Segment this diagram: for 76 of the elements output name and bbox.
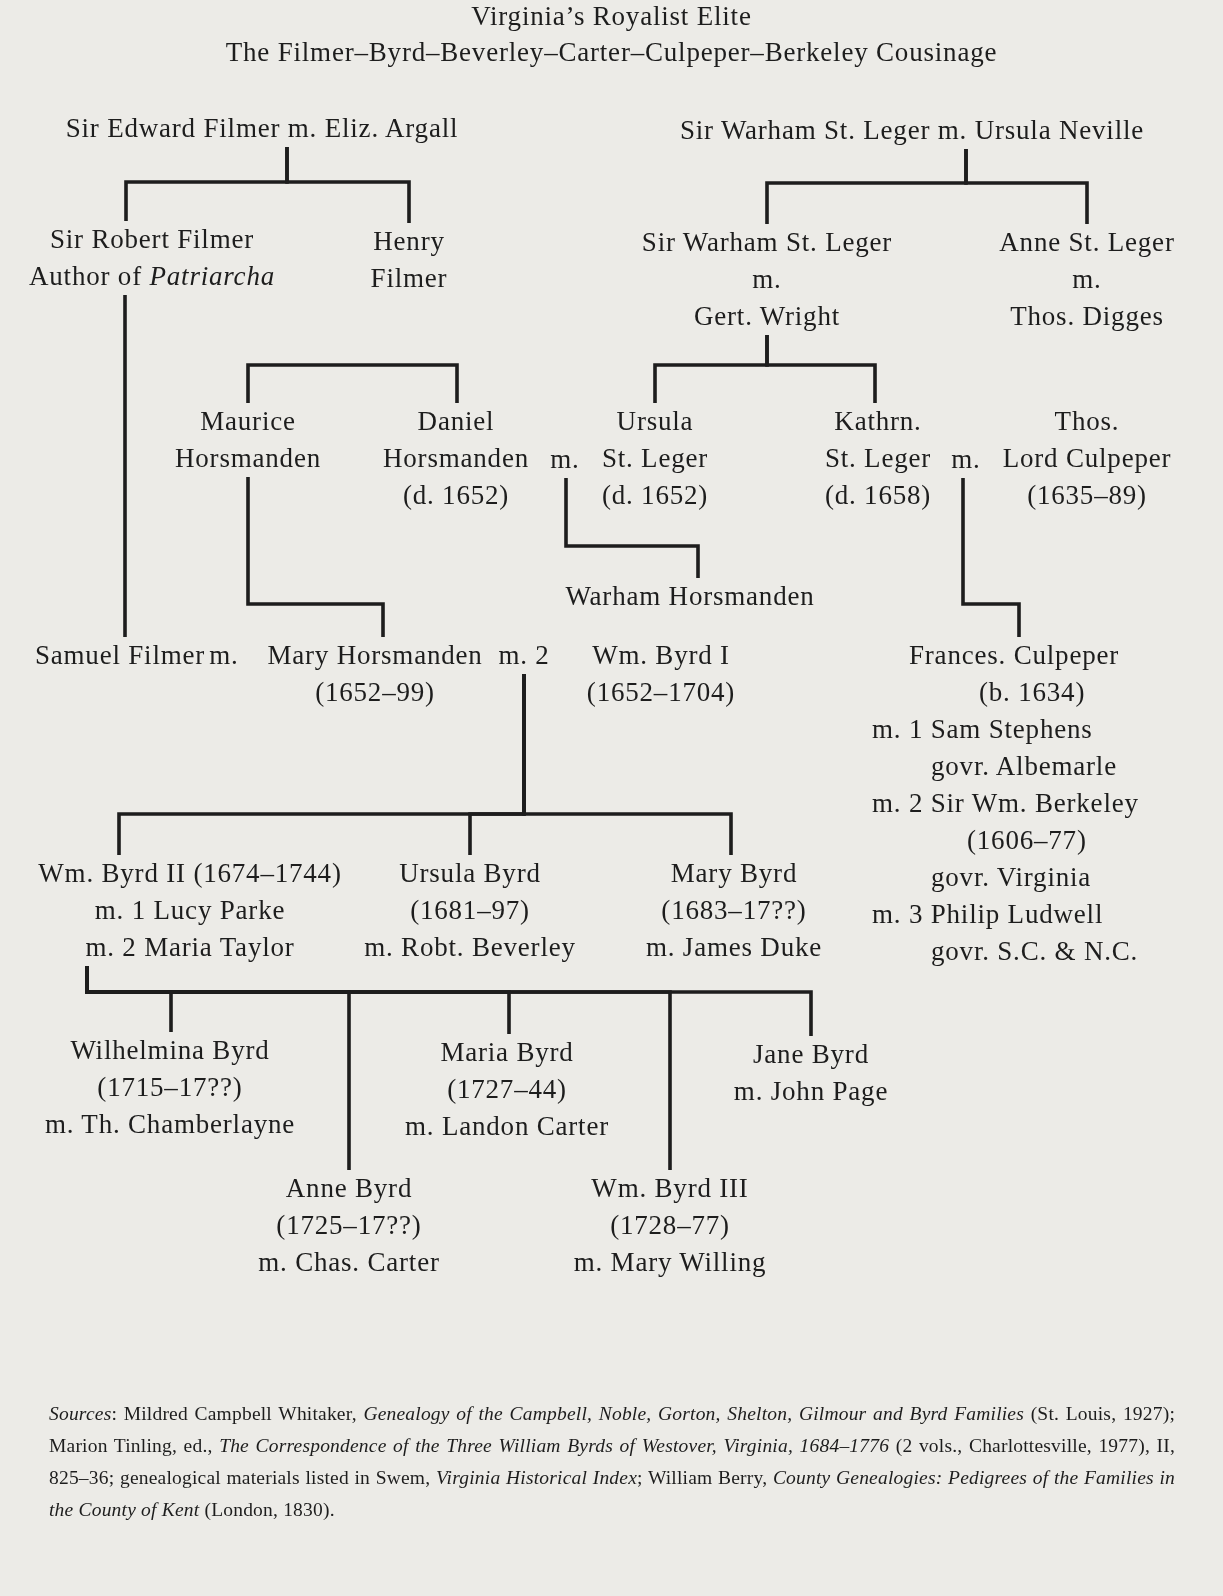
- lineage-line: [123, 295, 127, 637]
- entry-line: Wilhelmina Byrd: [69, 1034, 271, 1067]
- marriage-label: m.: [951, 441, 981, 478]
- entry-line: m. 3 Philip Ludwell: [872, 898, 1104, 931]
- entry-line: m. 1 Sam Stephens: [872, 713, 1093, 746]
- genealogy-entry: Henry Filmer: [366, 223, 452, 297]
- entry-line: m. James Duke: [645, 931, 823, 964]
- title: Virginia’s Royalist Elite: [471, 1, 752, 32]
- lineage-line: [85, 966, 813, 1036]
- entry-line: m. 2 Sir Wm. Berkeley: [872, 787, 1139, 820]
- entry-line: Maria Byrd: [439, 1036, 575, 1069]
- entry-line: Mary Byrd: [669, 857, 799, 890]
- entry-line: Ursula Byrd: [398, 857, 542, 890]
- genealogy-entry: Sir Edward Filmer m. Eliz. Argall: [65, 110, 459, 147]
- entry-line: Wm. Byrd II (1674–1744): [38, 857, 342, 890]
- entry-line: m. Th. Chamberlayne: [44, 1108, 296, 1141]
- entry-line: (d. 1658): [823, 479, 933, 512]
- entry-line: Thos.: [1053, 405, 1121, 438]
- entry-line: (1725–17??): [275, 1209, 423, 1242]
- entry-line: (1683–17??): [660, 894, 808, 927]
- lineage-line: [246, 363, 459, 403]
- entry-line: Frances. Culpeper: [909, 639, 1120, 672]
- genealogy-entry: Maurice Horsmanden: [168, 403, 328, 477]
- lineage-line: [961, 478, 1021, 637]
- entry-line: m. Chas. Carter: [258, 1246, 440, 1279]
- entry-line: govr. Virginia: [931, 861, 1092, 894]
- lineage-line: [285, 147, 411, 223]
- entry-line: govr. S.C. & N.C.: [931, 935, 1139, 968]
- entry-line: (b. 1634): [979, 676, 1086, 709]
- entry-line: Anne St. Leger: [999, 226, 1175, 259]
- entry-line: (1681–97): [409, 894, 531, 927]
- entry-line: Sir Warham St. Leger: [641, 226, 893, 259]
- entry-line: govr. Albemarle: [931, 750, 1117, 783]
- entry-line: Thos. Digges: [1009, 300, 1165, 333]
- entry-line: m.: [751, 263, 783, 296]
- entry-line: Gert. Wright: [693, 300, 841, 333]
- lineage-line: [246, 477, 385, 637]
- entry-line: m.: [1071, 263, 1103, 296]
- entry-line: Kathrn. St. Leger: [823, 405, 933, 475]
- lineage-line: [522, 674, 733, 855]
- source-note: Sources: Mildred Campbell Whitaker, Genealogy of the Campbell, Noble, Gorton, Shelton, Gilmour and Byrd Families (St. Louis, 1927); Marion Tinling, ed., The Correspondence of the Three William Byrds of Westover, Virginia, 1684–1776 (2 vols., Charlottesville, 1977), II, 825–36; genealogical materials listed in Swem, Virginia Historical Index; William Berry, County Genealogies: Pedigrees of the Families in the County of Kent (London, 1830).: [49, 1402, 1175, 1522]
- entry-line: (d. 1652): [401, 479, 511, 512]
- entry-line: (1715–17??): [96, 1071, 244, 1104]
- entry-line: (1606–77): [967, 824, 1087, 857]
- entry-line: Mary Horsmanden: [267, 639, 483, 672]
- lineage-line: [964, 149, 1089, 224]
- marriage-label: m. 2: [498, 637, 550, 674]
- marriage-label: m.: [209, 637, 239, 674]
- subtitle: The Filmer–Byrd–Beverley–Carter–Culpeper–Berkeley Cousinage: [225, 37, 998, 68]
- genealogy-entry: Sir Warham St. Leger m. Ursula Neville: [679, 112, 1145, 149]
- entry-line: Wm. Byrd I: [591, 639, 731, 672]
- entry-line: (1652–1704): [586, 676, 736, 709]
- entry-line: Anne Byrd: [284, 1172, 414, 1205]
- genealogy-entry: Warham Horsmanden: [565, 578, 815, 615]
- entry-line: m. Robt. Beverley: [364, 931, 576, 964]
- entry-line: (1635–89): [1026, 479, 1148, 512]
- entry-line: (1728–77): [609, 1209, 731, 1242]
- entry-line: m. Mary Willing: [573, 1246, 767, 1279]
- entry-line: (d. 1652): [600, 479, 710, 512]
- entry-line: Sir Robert Filmer: [48, 223, 256, 256]
- entry-line: m. Landon Carter: [405, 1110, 609, 1143]
- entry-line: Author of Patriarcha: [29, 260, 275, 293]
- entry-line: Lord Culpeper: [1002, 442, 1172, 475]
- entry-line: (1727–44): [446, 1073, 568, 1106]
- entry-line: Daniel Horsmanden: [382, 405, 530, 475]
- entry-line: Wm. Byrd III: [590, 1172, 750, 1205]
- entry-line: m. 1 Lucy Parke: [93, 894, 287, 927]
- entry-line: (1652–99): [314, 676, 436, 709]
- genealogy-entry: Samuel Filmer: [34, 637, 206, 674]
- entry-line: m. John Page: [733, 1075, 889, 1108]
- entry-line: Ursula St. Leger: [600, 405, 710, 475]
- entry-line: m. 2 Maria Taylor: [84, 931, 296, 964]
- lineage-line: [765, 335, 877, 403]
- entry-line: Jane Byrd: [752, 1038, 870, 1071]
- marriage-label: m.: [550, 441, 580, 478]
- lineage-line: [564, 478, 700, 578]
